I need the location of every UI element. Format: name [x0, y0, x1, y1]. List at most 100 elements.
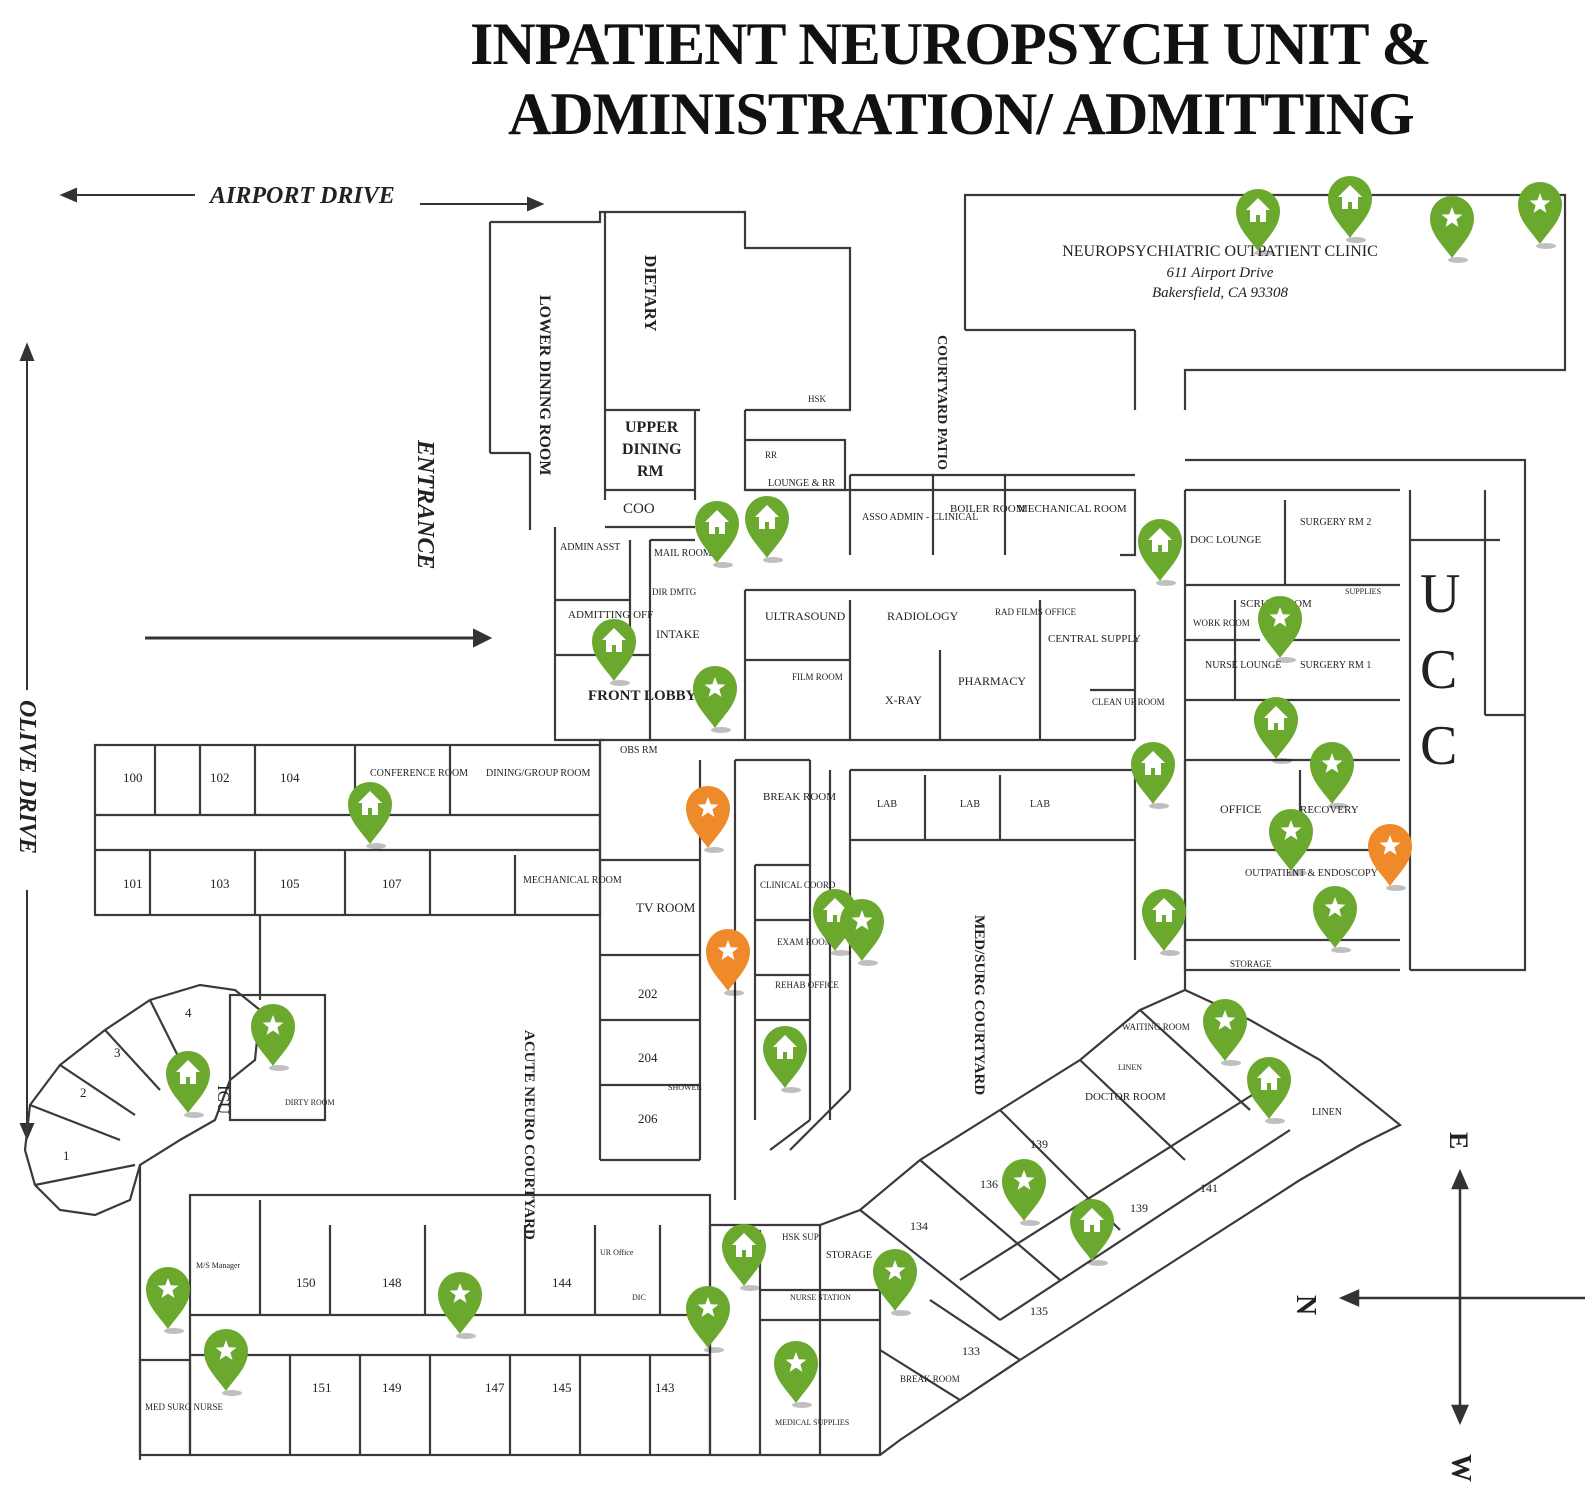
map-marker-green[interactable]	[146, 1267, 190, 1334]
map-marker-green[interactable]	[1518, 182, 1562, 249]
star-icon	[884, 1260, 906, 1280]
entrance-label: ENTRANCE	[412, 439, 438, 569]
map-marker-green[interactable]	[1002, 1159, 1046, 1226]
map-marker-green[interactable]	[348, 782, 392, 849]
map-marker-green[interactable]	[695, 501, 739, 568]
marker-pin[interactable]	[1313, 886, 1357, 948]
map-marker-green[interactable]	[1203, 999, 1247, 1066]
map-marker-green[interactable]	[1070, 1199, 1114, 1266]
marker-pin[interactable]	[1328, 176, 1372, 238]
marker-pin[interactable]	[1310, 742, 1354, 804]
map-marker-green[interactable]	[1269, 809, 1313, 876]
marker-pin[interactable]	[1254, 697, 1298, 759]
map-marker-green[interactable]	[693, 666, 737, 733]
star-icon	[262, 1015, 284, 1035]
map-marker-orange[interactable]	[1368, 824, 1412, 891]
map-marker-green[interactable]	[840, 899, 884, 966]
map-marker-green[interactable]	[1310, 742, 1354, 809]
map-marker-green[interactable]	[1236, 189, 1280, 256]
marker-pin[interactable]	[722, 1224, 766, 1286]
marker-pin[interactable]	[1368, 824, 1412, 886]
room-label: 139	[1130, 1201, 1148, 1215]
map-marker-orange[interactable]	[706, 929, 750, 996]
marker-pin[interactable]	[686, 1286, 730, 1348]
marker-pin[interactable]	[166, 1051, 210, 1113]
marker-pin[interactable]	[1236, 189, 1280, 251]
marker-pin[interactable]	[686, 786, 730, 848]
marker-pin[interactable]	[251, 1004, 295, 1066]
map-marker-green[interactable]	[204, 1329, 248, 1396]
marker-shadow	[713, 562, 733, 568]
room-label: 144	[552, 1275, 572, 1290]
star-icon	[785, 1352, 807, 1372]
marker-pin[interactable]	[763, 1026, 807, 1088]
room-label: CLINICAL COORD	[760, 880, 836, 890]
star-icon	[1379, 835, 1401, 855]
marker-pin[interactable]	[1203, 999, 1247, 1061]
map-marker-green[interactable]	[166, 1051, 210, 1118]
marker-pin[interactable]	[706, 929, 750, 991]
marker-pin[interactable]	[146, 1267, 190, 1329]
marker-pin[interactable]	[1002, 1159, 1046, 1221]
room-label: DIRTY ROOM	[285, 1098, 335, 1107]
map-marker-green[interactable]	[438, 1272, 482, 1339]
room-label: 151	[312, 1380, 332, 1395]
map-marker-green[interactable]	[592, 619, 636, 686]
room-label: ADMIN ASST	[560, 542, 620, 553]
map-marker-green[interactable]	[1430, 196, 1474, 263]
map-marker-green[interactable]	[1138, 519, 1182, 586]
room-label: SURGERY RM 2	[1300, 517, 1371, 528]
marker-pin[interactable]	[1518, 182, 1562, 244]
marker-pin[interactable]	[1070, 1199, 1114, 1261]
marker-pin[interactable]	[1138, 519, 1182, 581]
map-marker-green[interactable]	[686, 1286, 730, 1353]
map-marker-green[interactable]	[251, 1004, 295, 1071]
marker-shadow	[781, 1087, 801, 1093]
map-marker-green[interactable]	[1313, 886, 1357, 953]
marker-pin[interactable]	[873, 1249, 917, 1311]
marker-pin[interactable]	[1258, 596, 1302, 658]
room-label: BREAK ROOM	[900, 1374, 960, 1384]
room-label: 150	[296, 1275, 316, 1290]
room-label: 147	[485, 1380, 505, 1395]
map-marker-green[interactable]	[763, 1026, 807, 1093]
map-marker-orange[interactable]	[686, 786, 730, 853]
map-marker-green[interactable]	[1131, 742, 1175, 809]
marker-pin[interactable]	[204, 1329, 248, 1391]
home-icon	[1246, 198, 1270, 222]
marker-pin[interactable]	[438, 1272, 482, 1334]
marker-pin[interactable]	[1269, 809, 1313, 871]
map-marker-green[interactable]	[774, 1341, 818, 1408]
marker-pin[interactable]	[348, 782, 392, 844]
room-label: X-RAY	[885, 693, 922, 707]
marker-pin[interactable]	[1131, 742, 1175, 804]
map-marker-green[interactable]	[1254, 697, 1298, 764]
marker-pin[interactable]	[1430, 196, 1474, 258]
room-label: RECOVERY	[1300, 804, 1359, 816]
room-label: 103	[210, 876, 230, 891]
map-marker-green[interactable]	[1142, 889, 1186, 956]
marker-pin[interactable]	[693, 666, 737, 728]
marker-shadow	[1448, 257, 1468, 263]
star-icon	[851, 910, 873, 930]
map-marker-green[interactable]	[1328, 176, 1372, 243]
room-label: ADMITTING OFF	[568, 609, 653, 621]
map-marker-green[interactable]	[722, 1224, 766, 1291]
marker-pin[interactable]	[840, 899, 884, 961]
marker-pin[interactable]	[774, 1341, 818, 1403]
marker-pin[interactable]	[592, 619, 636, 681]
room-label: FRONT LOBBY	[588, 688, 697, 704]
marker-pin[interactable]	[745, 496, 789, 558]
map-marker-green[interactable]	[745, 496, 789, 563]
home-icon	[705, 510, 729, 534]
map-marker-green[interactable]	[1247, 1057, 1291, 1124]
marker-shadow	[269, 1065, 289, 1071]
street-label-olive: OLIVE DRIVE	[14, 700, 40, 854]
map-marker-green[interactable]	[1258, 596, 1302, 663]
marker-pin[interactable]	[1247, 1057, 1291, 1119]
map-marker-green[interactable]	[873, 1249, 917, 1316]
room-label: 4	[185, 1005, 192, 1020]
marker-pin[interactable]	[1142, 889, 1186, 951]
marker-pin[interactable]	[695, 501, 739, 563]
